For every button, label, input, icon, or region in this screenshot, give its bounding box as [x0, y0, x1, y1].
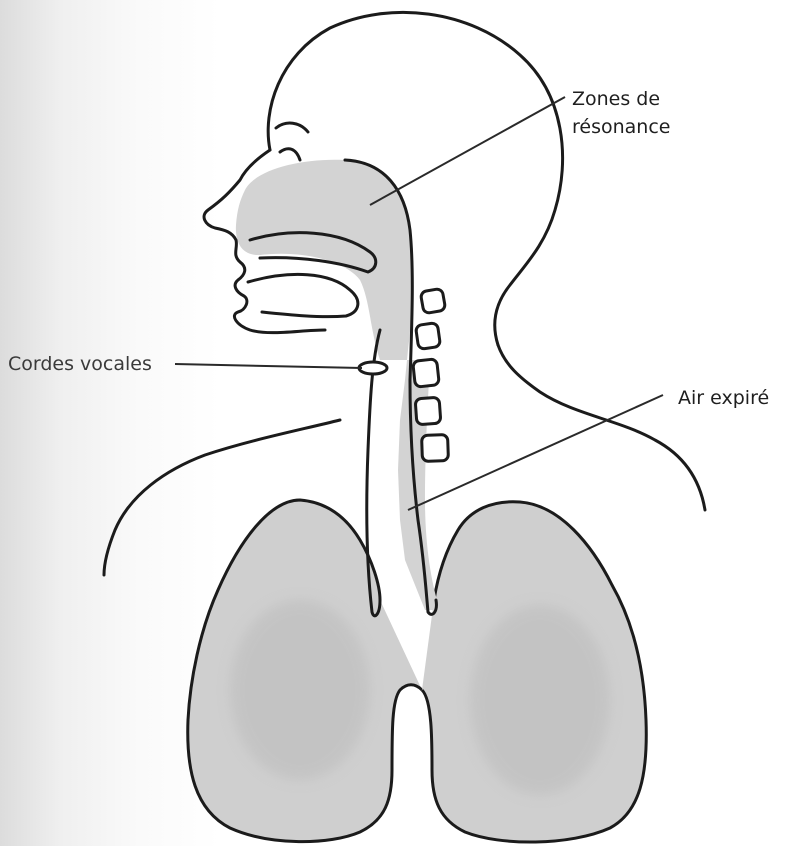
- vertebra: [415, 397, 441, 425]
- label-zones-de-resonance: Zones de résonance: [572, 85, 670, 141]
- mouth-lower: [248, 274, 358, 316]
- label-zones-line1: Zones de: [572, 85, 670, 113]
- eyebrow: [276, 123, 308, 132]
- leader-zones-de-resonance: [370, 97, 565, 205]
- neck-back: [498, 345, 705, 510]
- vocal-cords: [359, 362, 387, 374]
- vertebra: [420, 288, 445, 313]
- vertebra: [415, 323, 440, 350]
- vertebra: [413, 359, 440, 387]
- vertebra: [422, 435, 449, 462]
- leader-cordes-vocales: [175, 364, 362, 368]
- label-zones-line2: résonance: [572, 113, 670, 141]
- label-air-expire: Air expiré: [678, 384, 769, 412]
- eye: [280, 149, 300, 160]
- label-cordes-vocales: Cordes vocales: [8, 350, 152, 378]
